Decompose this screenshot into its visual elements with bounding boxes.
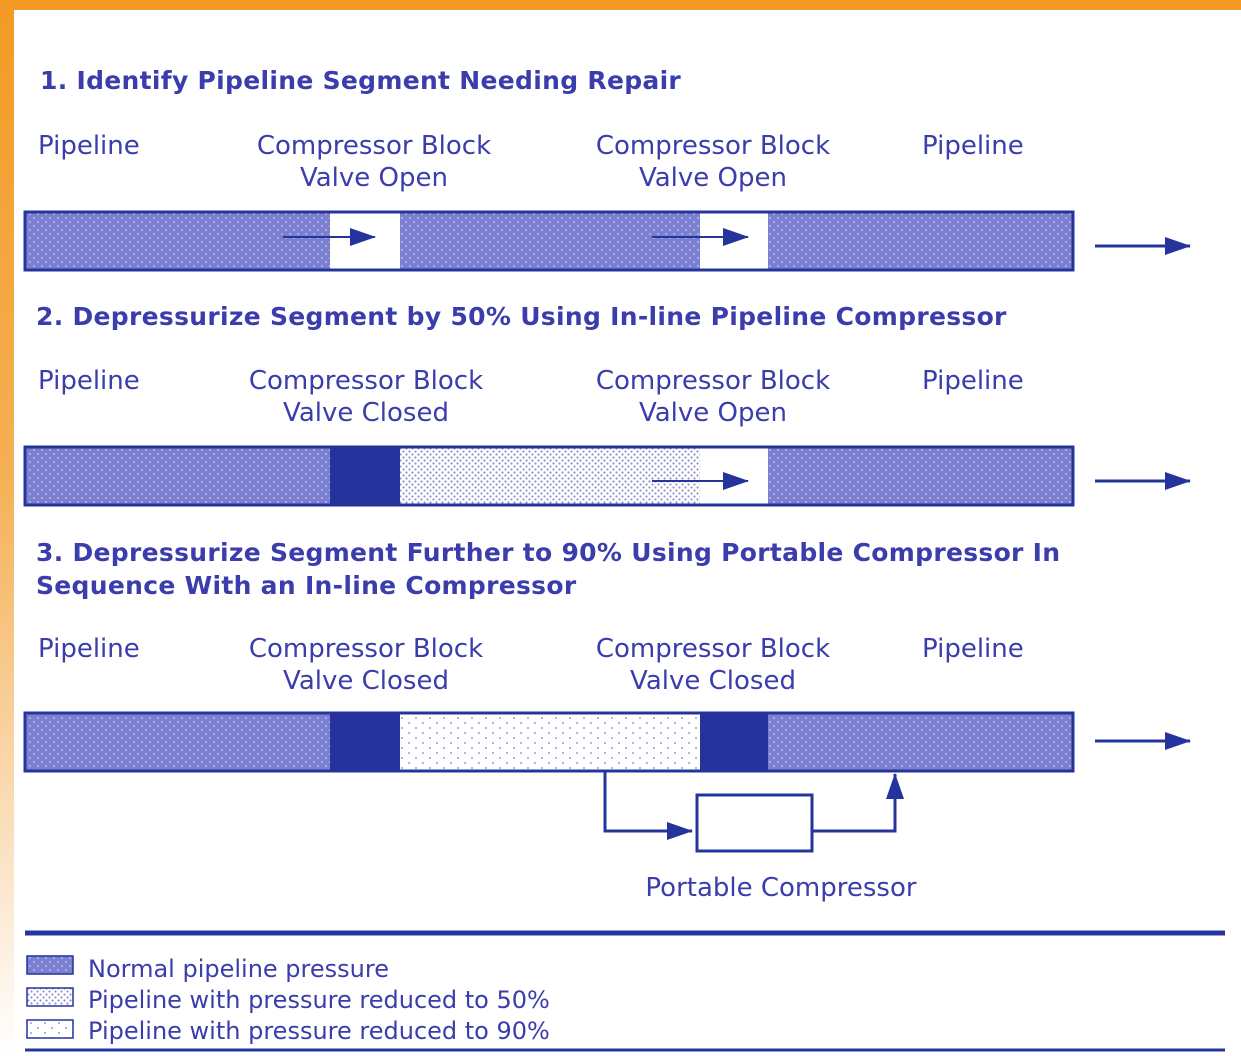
portable-compressor-label: Portable Compressor (645, 873, 917, 903)
pipe1-segment-right (768, 212, 1073, 270)
pipe2-segment-50 (400, 447, 700, 505)
pipe1-valve2-open (700, 212, 768, 270)
frame-left-border (0, 0, 14, 1056)
legend-50-text: Pipeline with pressure reduced to 50% (88, 986, 550, 1014)
legend-90-text: Pipeline with pressure reduced to 90% (88, 1017, 550, 1045)
pipe1-valve1-open (330, 212, 400, 270)
portable-compressor-box (695, 793, 814, 853)
pipe3-segment-90 (400, 713, 700, 771)
pipe-step1 (23, 210, 1191, 272)
step2-title: 2. Depressurize Segment by 50% Using In-… (36, 302, 1007, 331)
frame-top-border (0, 0, 1241, 10)
pipe2-valve2-open (700, 447, 768, 505)
legend-swatch-50 (26, 987, 74, 1007)
step1-right-pipeline-label: Pipeline (922, 131, 1024, 161)
pipe3-valve1-closed (330, 713, 400, 771)
pipe3-segment-left (25, 713, 330, 771)
step3-right-pipeline-label: Pipeline (922, 634, 1024, 664)
pipe1-outline (23, 210, 1075, 272)
pipe3-valve2-closed (700, 713, 768, 771)
legend-swatch-90 (26, 1019, 74, 1039)
pipe3-outline (23, 711, 1075, 773)
pipe2-segment-right (768, 447, 1073, 505)
pipe2-valve1-closed (330, 447, 400, 505)
legend-swatch-normal (26, 955, 74, 975)
pipe1-segment-left (25, 212, 330, 270)
step3-title: 3. Depressurize Segment Further to 90% U… (36, 538, 1061, 600)
step1-left-pipeline-label: Pipeline (38, 131, 140, 161)
pipe-step3 (23, 711, 1191, 853)
pipe2-segment-left (25, 447, 330, 505)
step2-right-pipeline-label: Pipeline (922, 366, 1024, 396)
pipe2-outline (23, 445, 1075, 507)
legend-normal-text: Normal pipeline pressure (88, 955, 389, 983)
portable-compressor-inlet-line (603, 771, 693, 840)
step2-left-pipeline-label: Pipeline (38, 366, 140, 396)
step3-left-pipeline-label: Pipeline (38, 634, 140, 664)
portable-compressor-outlet-line (812, 773, 904, 833)
step1-title: 1. Identify Pipeline Segment Needing Rep… (40, 66, 682, 95)
pipe1-segment-middle (400, 212, 700, 270)
pipe-step2 (23, 445, 1191, 507)
pipe3-segment-right (768, 713, 1073, 771)
